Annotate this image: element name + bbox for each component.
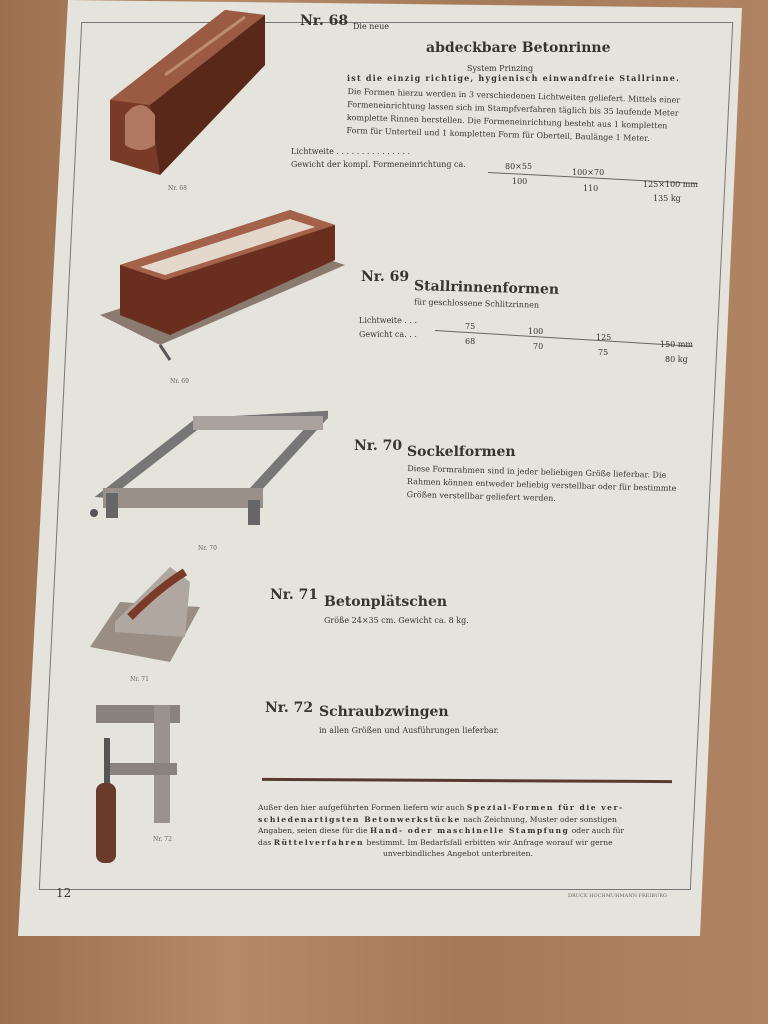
text: das bbox=[258, 837, 274, 847]
weight-value: 110 bbox=[583, 184, 599, 193]
item-title: Sockelformen bbox=[407, 444, 516, 460]
item-subtitle: System Prinzing bbox=[467, 64, 534, 73]
item-title: Betonplätschen bbox=[324, 594, 448, 610]
item-lead: ist die einzig richtige, hygienisch einw… bbox=[347, 73, 680, 83]
text-emphasis: Rüttelverfahren bbox=[273, 837, 365, 847]
footer-text: Außer den hier aufgeführten Formen liefe… bbox=[258, 802, 624, 860]
weight-value: 135 kg bbox=[653, 194, 681, 203]
item-number: Nr. 71 bbox=[270, 587, 319, 603]
size-value: 80×55 bbox=[505, 162, 533, 171]
printer-mark: DRUCK HOCHMUHMANN FREIBURG bbox=[568, 893, 668, 899]
size-value: 100 bbox=[528, 327, 544, 336]
item-number: Nr. 70 bbox=[354, 438, 403, 454]
figure-caption: Nr. 68 bbox=[168, 185, 187, 192]
item-pretitle: Die neue bbox=[353, 22, 390, 31]
stallrinnenform-illustration bbox=[100, 210, 345, 361]
row-label: Gewicht ca. . . bbox=[359, 330, 417, 339]
size-value: 75 bbox=[465, 322, 476, 331]
item-description: in allen Größen und Ausführungen lieferb… bbox=[319, 726, 500, 735]
item-title: abdeckbare Betonrinne bbox=[426, 40, 611, 56]
row-label: Lichtweite . . . bbox=[359, 316, 418, 325]
size-value: 125×100 mm bbox=[643, 180, 698, 189]
size-value: 100×70 bbox=[572, 168, 605, 177]
text: Angaben, seien diese für die bbox=[258, 826, 370, 835]
text-emphasis: Spezial-Formen für die ver- bbox=[466, 803, 624, 812]
text-emphasis: schiedenartigsten Betonwerkstücke bbox=[258, 814, 461, 824]
schraubzwinge-illustration bbox=[96, 705, 180, 863]
item-title: Schraubzwingen bbox=[319, 704, 449, 720]
size-value: 150 mm bbox=[660, 340, 693, 349]
figure-caption: Nr. 70 bbox=[198, 545, 217, 552]
betonrinne-illustration bbox=[110, 10, 265, 175]
row-label: Gewicht der kompl. Formeneinrichtung ca. bbox=[291, 160, 466, 169]
item-description: Diese Formrahmen sind in jeder beliebige… bbox=[406, 462, 677, 508]
text-emphasis: Hand- oder maschinelle Stampfung bbox=[370, 826, 570, 835]
weight-value: 70 bbox=[533, 342, 544, 351]
text: Außer den hier aufgeführten Formen liefe… bbox=[258, 803, 467, 812]
figure-caption: Nr. 71 bbox=[130, 676, 149, 683]
item-number: Nr. 72 bbox=[265, 700, 314, 716]
sockelform-illustration bbox=[90, 410, 328, 525]
weight-value: 75 bbox=[598, 348, 609, 357]
item-number: Nr. 69 bbox=[361, 269, 410, 285]
item-description: Die Formen hierzu werden in 3 verschiede… bbox=[346, 85, 680, 146]
size-value: 125 bbox=[596, 333, 612, 342]
text: bestimmt. Im Bedarfsfall erbitten wir An… bbox=[364, 837, 613, 847]
betonplaettchen-illustration bbox=[90, 567, 200, 662]
weight-value: 68 bbox=[465, 337, 476, 346]
figure-caption: Nr. 69 bbox=[170, 378, 189, 385]
item-description: Größe 24×35 cm. Gewicht ca. 8 kg. bbox=[324, 616, 469, 625]
text: oder auch für bbox=[569, 826, 625, 835]
figure-caption: Nr. 72 bbox=[153, 836, 172, 843]
weight-value: 80 kg bbox=[665, 355, 688, 364]
row-label: Lichtweite . . . . . . . . . . . . . . . bbox=[291, 147, 411, 156]
text: unverbindliches Angebot unterbreiten. bbox=[383, 849, 533, 858]
item-number: Nr. 68 bbox=[300, 13, 349, 29]
weight-value: 100 bbox=[512, 177, 528, 186]
text: nach Zeichnung, Muster oder sonstigen bbox=[460, 814, 617, 824]
page-number: 12 bbox=[56, 886, 72, 900]
